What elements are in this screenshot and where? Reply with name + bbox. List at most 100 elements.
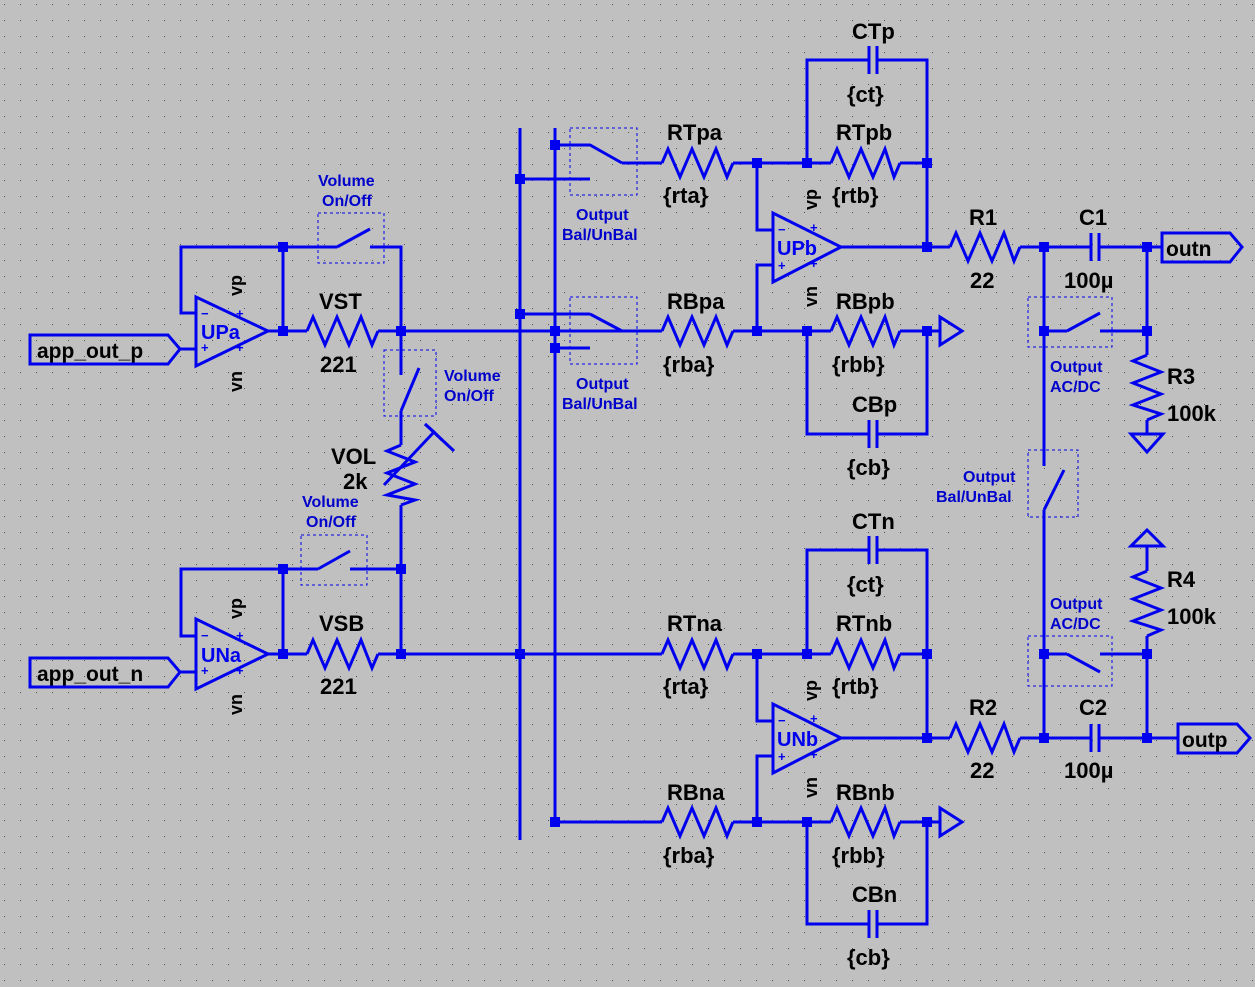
rtnb-name: RTnb [836, 611, 892, 636]
r3-value: 100k [1167, 401, 1217, 426]
resistors [305, 144, 1166, 841]
ground-rbpb [938, 314, 965, 348]
vst-value: 221 [320, 352, 357, 377]
vst-name: VST [319, 289, 362, 314]
vol-mid-line1: Volume [444, 368, 501, 385]
vol-top-line1: Volume [318, 173, 375, 190]
r2-value: 22 [970, 758, 994, 783]
capacitor-cbn [862, 910, 884, 938]
capacitor-ctp [862, 46, 884, 74]
rbpa-name: RBpa [667, 289, 725, 314]
ground-rbnb [938, 805, 965, 839]
ctp-name: CTp [852, 19, 895, 44]
rbpb-name: RBpb [836, 289, 895, 314]
cbn-name: CBn [852, 882, 897, 907]
svg-text:+: + [810, 747, 818, 762]
vsb-name: VSB [319, 611, 364, 636]
resistor-rtpb [829, 144, 902, 182]
rbpb-value: {rbb} [832, 352, 885, 377]
svg-text:+: + [810, 220, 818, 235]
ctp-value: {ct} [847, 82, 884, 107]
opamp-una-vn: vn [226, 694, 246, 715]
vol-name: VOL [331, 444, 376, 469]
cbp-name: CBp [852, 392, 897, 417]
resistor-r2 [948, 719, 1022, 757]
resistor-r4 [1128, 569, 1166, 638]
c1-name: C1 [1079, 205, 1107, 230]
bal-right-line1: Output [963, 469, 1016, 486]
opamp-upa-name: UPa [201, 322, 241, 344]
switches [300, 127, 1113, 687]
acdc-top-line1: Output [1050, 359, 1103, 376]
vol-value: 2k [343, 469, 368, 494]
bal-top-line1: Output [576, 207, 629, 224]
r1-value: 22 [970, 268, 994, 293]
svg-text:app_out_n: app_out_n [37, 663, 143, 686]
acdc-bot-line2: AC/DC [1050, 616, 1101, 633]
c2-value: 100µ [1064, 758, 1113, 783]
svg-text:−: − [778, 222, 786, 237]
svg-text:+: + [201, 663, 209, 678]
vsb-value: 221 [320, 674, 357, 699]
svg-text:+: + [778, 258, 786, 273]
port-app-out-n: app_out_n [28, 656, 182, 689]
resistor-vsb [305, 636, 380, 672]
rbna-name: RBna [667, 780, 725, 805]
rbpa-value: {rba} [663, 352, 715, 377]
opamp-upb-name: UPb [777, 238, 817, 260]
resistor-vst [305, 313, 380, 349]
opamp-upa-vp: vp [226, 275, 246, 296]
svg-text:+: + [236, 628, 244, 643]
vol-bot-line2: On/Off [306, 514, 356, 531]
resistor-r3 [1128, 353, 1166, 422]
ctn-name: CTn [852, 509, 895, 534]
rtpb-value: {rtb} [832, 183, 879, 208]
bal-right-line2: Bal/UnBal [936, 489, 1012, 506]
vol-top-line2: On/Off [322, 193, 372, 210]
svg-text:+: + [201, 340, 209, 355]
svg-text:−: − [201, 628, 209, 643]
ctn-value: {ct} [847, 572, 884, 597]
potentiometer-vol [381, 443, 421, 507]
capacitor-c1 [1087, 233, 1103, 261]
svg-text:outp: outp [1182, 729, 1227, 752]
svg-text:−: − [201, 306, 209, 321]
resistor-rtpa [660, 145, 735, 181]
svg-text:+: + [810, 256, 818, 271]
svg-text:+: + [236, 340, 244, 355]
resistor-rtnb [829, 635, 902, 673]
opamp-una-name: UNa [201, 645, 242, 667]
resistor-rbpb [829, 312, 902, 350]
port-outp: outp [1176, 722, 1253, 755]
bal-mid-line1: Output [576, 376, 629, 393]
opamp-unb: + + − + [771, 701, 845, 776]
rtna-value: {rta} [663, 674, 709, 699]
resistor-rbnb [829, 803, 902, 841]
svg-text:app_out_p: app_out_p [37, 340, 143, 363]
resistor-r1 [948, 228, 1022, 266]
svg-text:+: + [236, 306, 244, 321]
resistor-rtna [660, 636, 735, 672]
rbna-value: {rba} [663, 843, 715, 868]
rtpb-name: RTpb [836, 120, 892, 145]
rtnb-value: {rtb} [832, 674, 879, 699]
vol-bot-line1: Volume [302, 494, 359, 511]
opamp-una: + + − + [194, 616, 272, 692]
opamp-upb-vn: vn [801, 286, 821, 307]
rtpa-name: RTpa [667, 120, 723, 145]
r2-name: R2 [969, 695, 997, 720]
opamp-unb-vp: vp [801, 680, 821, 701]
capacitor-c2 [1087, 724, 1103, 752]
r4-name: R4 [1167, 567, 1196, 592]
r4-value: 100k [1167, 604, 1217, 629]
ground-symbols [938, 314, 1167, 839]
bal-top-line2: Bal/UnBal [562, 227, 638, 244]
opamp-upa: + + − + [194, 294, 272, 369]
opamp-unb-name: UNb [777, 729, 818, 751]
r1-name: R1 [969, 205, 997, 230]
rbnb-name: RBnb [836, 780, 895, 805]
opamp-unb-vn: vn [801, 777, 821, 798]
svg-text:+: + [778, 749, 786, 764]
